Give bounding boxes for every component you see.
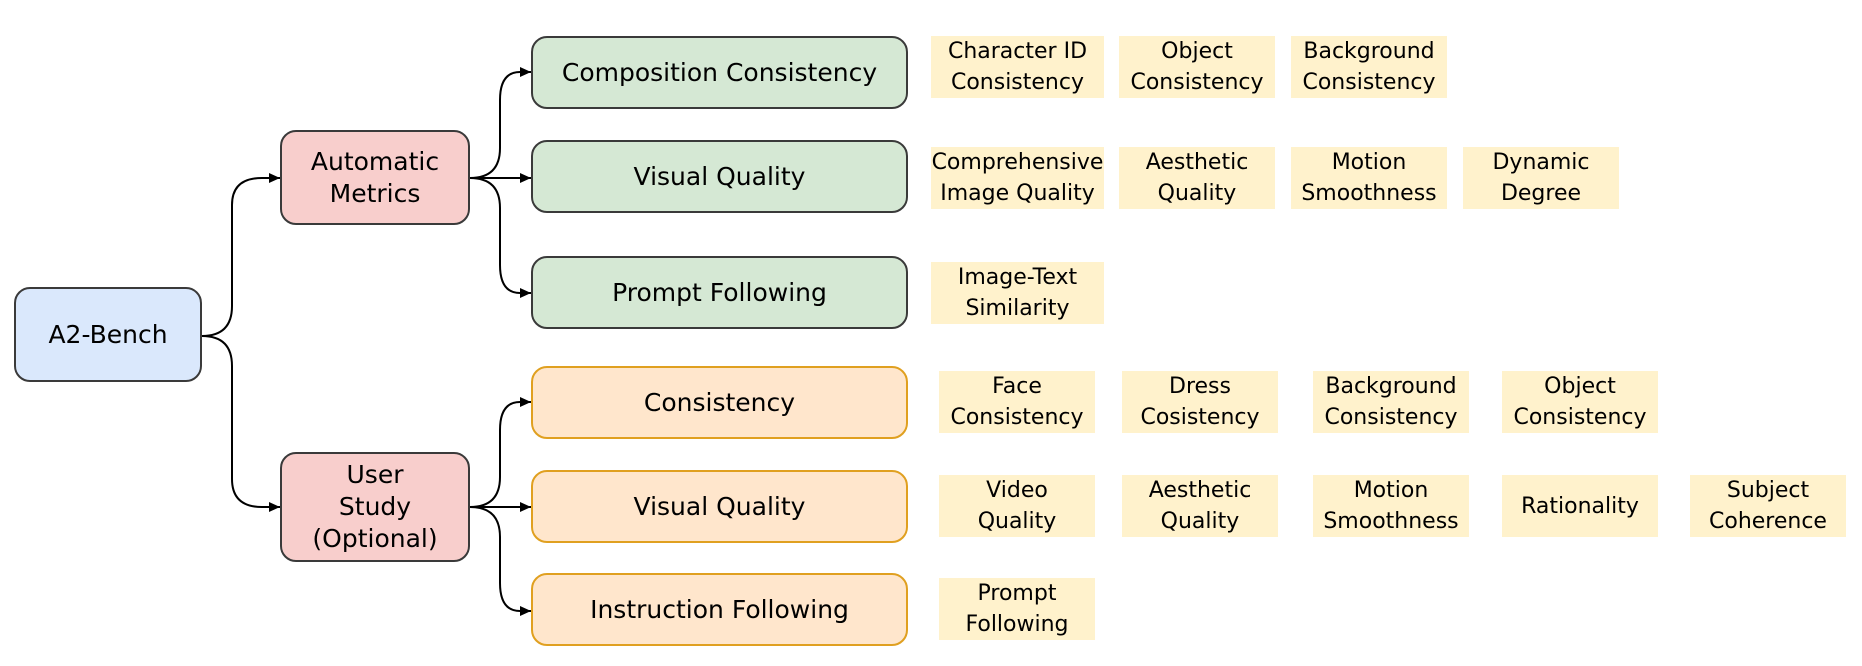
link-user-instruction [469,506,531,616]
leaf-character-id-consistency: Character ID Consistency [931,36,1104,98]
leaf-rationality: Rationality [1502,475,1658,537]
leaf-aesthetic-quality-auto: Aesthetic Quality [1119,147,1275,209]
root-node: A2-Bench [14,287,202,382]
link-automatic-prompt [469,177,531,298]
leaf-video-quality: Video Quality [939,475,1095,537]
leaf-face-consistency: Face Consistency [939,371,1095,433]
automatic-metrics-node: Automatic Metrics [280,130,470,225]
leaf-motion-smoothness-auto: Motion Smoothness [1291,147,1447,209]
category-composition-consistency: Composition Consistency [531,36,908,109]
link-automatic-composition [469,67,531,179]
category-visual-quality-user: Visual Quality [531,470,908,543]
category-prompt-following: Prompt Following [531,256,908,329]
leaf-background-consistency-user: Background Consistency [1313,371,1469,433]
link-root-user-study [201,335,280,512]
user-study-node: User Study (Optional) [280,452,470,562]
leaf-prompt-following: Prompt Following [939,578,1095,640]
leaf-motion-smoothness-user: Motion Smoothness [1313,475,1469,537]
leaf-background-consistency-auto: Background Consistency [1291,36,1447,98]
leaf-dynamic-degree: Dynamic Degree [1463,147,1619,209]
category-visual-quality-auto: Visual Quality [531,140,908,213]
leaf-aesthetic-quality-user: Aesthetic Quality [1122,475,1278,537]
leaf-dress-cosistency: Dress Cosistency [1122,371,1278,433]
link-user-consistency [469,397,531,508]
leaf-object-consistency-auto: Object Consistency [1119,36,1275,98]
leaf-subject-coherence: Subject Coherence [1690,475,1846,537]
leaf-comprehensive-image-quality: Comprehensive Image Quality [931,147,1104,209]
leaf-object-consistency-user: Object Consistency [1502,371,1658,433]
category-consistency-user: Consistency [531,366,908,439]
link-root-automatic [201,173,280,337]
leaf-image-text-similarity: Image-Text Similarity [931,262,1104,324]
category-instruction-following: Instruction Following [531,573,908,646]
